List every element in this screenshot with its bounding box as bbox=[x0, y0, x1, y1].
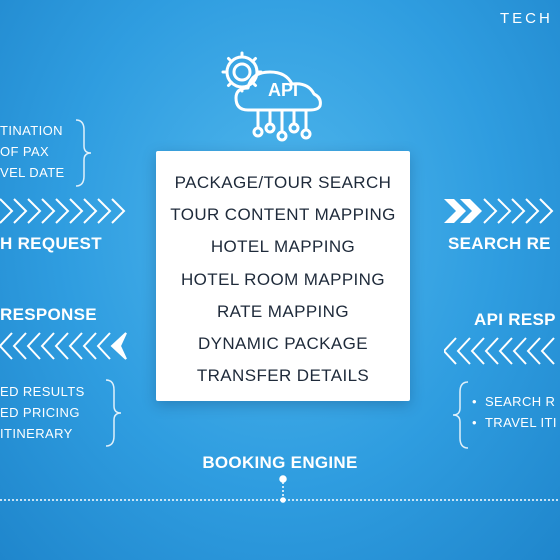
left-brace-icon bbox=[452, 381, 469, 449]
connector-line bbox=[0, 475, 560, 503]
list-item: TRAVEL ITI bbox=[472, 412, 557, 433]
list-item: SEARCH R bbox=[472, 391, 557, 412]
api-label: API bbox=[268, 80, 299, 100]
api-cloud-icon: API bbox=[218, 48, 338, 158]
feature-item: TOUR CONTENT MAPPING bbox=[170, 205, 396, 224]
left-arrows-icon bbox=[0, 332, 127, 360]
booking-engine-label: BOOKING ENGINE bbox=[202, 453, 358, 472]
gear-icon bbox=[221, 51, 263, 93]
right-brace-icon bbox=[105, 379, 122, 447]
right-request-label: SEARCH RE bbox=[448, 234, 551, 253]
feature-item: HOTEL MAPPING bbox=[210, 237, 356, 256]
feature-item: HOTEL ROOM MAPPING bbox=[181, 270, 385, 289]
right-brace-icon bbox=[75, 119, 92, 187]
right-response-label: API RESP bbox=[474, 310, 556, 329]
feature-item: TRANSFER DETAILS bbox=[196, 366, 370, 385]
feature-item: RATE MAPPING bbox=[216, 302, 349, 321]
list-item: OF PAX bbox=[0, 144, 50, 159]
brand-logo: TECH bbox=[500, 10, 553, 27]
feature-item: DYNAMIC PACKAGE bbox=[197, 334, 369, 353]
left-request-list: TINATION OF PAX VEL DATE bbox=[0, 120, 65, 183]
feature-item: PACKAGE/TOUR SEARCH bbox=[174, 173, 392, 192]
left-response-label: RESPONSE bbox=[0, 305, 97, 324]
list-item: ITINERARY bbox=[0, 426, 73, 441]
list-item: ED PRICING bbox=[0, 405, 80, 420]
cloud-icon bbox=[234, 70, 322, 112]
list-item: ED RESULTS bbox=[0, 384, 85, 399]
right-response-list: SEARCH R TRAVEL ITI bbox=[472, 391, 557, 433]
right-arrows-icon bbox=[444, 198, 554, 224]
features-card: PACKAGE/TOUR SEARCH TOUR CONTENT MAPPING… bbox=[156, 151, 410, 401]
list-item: VEL DATE bbox=[0, 165, 65, 180]
list-item: TINATION bbox=[0, 123, 63, 138]
right-arrows-icon bbox=[0, 198, 126, 224]
left-request-label: H REQUEST bbox=[0, 234, 102, 253]
left-response-list: ED RESULTS ED PRICING ITINERARY bbox=[0, 381, 85, 444]
left-arrows-icon bbox=[444, 337, 555, 365]
